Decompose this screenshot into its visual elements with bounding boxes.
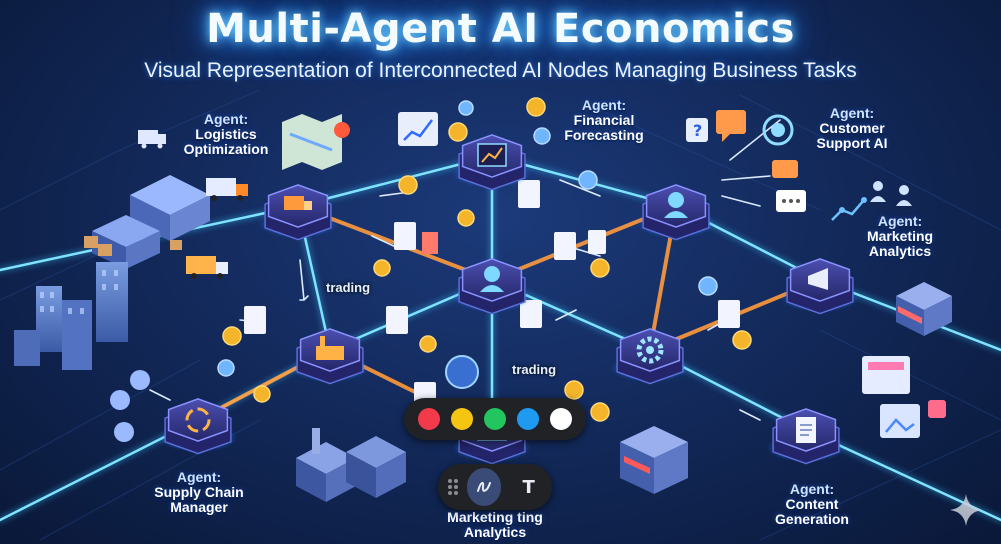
agent-label-financial: Agent: Financial Forecasting (548, 98, 660, 143)
draw-tool-button[interactable] (466, 468, 502, 506)
color-swatch-yellow[interactable] (450, 408, 473, 430)
edge-label-trading: trading (512, 362, 557, 377)
agent-name-line1: Logistics (195, 126, 257, 142)
agent-name-line1: Customer (819, 120, 885, 136)
edge-label-trading: trading (326, 280, 371, 295)
color-swatch-blue[interactable] (517, 408, 540, 430)
node-supply-hub (290, 328, 370, 385)
person-icon (664, 192, 688, 218)
megaphone-icon (808, 268, 828, 290)
agent-name-line2: Support AI (816, 135, 888, 151)
text-tool-button[interactable]: T (522, 476, 535, 498)
agent-role: Agent: (829, 105, 875, 121)
agent-name-line1: Marketing (866, 228, 934, 244)
node-logistics (258, 184, 338, 241)
agent-name-line2: Analytics (868, 243, 932, 259)
agent-name-line1: Content (785, 496, 839, 512)
sparkle-icon (950, 494, 982, 526)
agent-name-line2: Analytics (463, 524, 527, 540)
agent-name-line1: Marketing ting (447, 509, 543, 525)
agent-label-customer: Agent: Customer Support AI (800, 106, 904, 151)
node-marketing (780, 258, 860, 315)
node-customer (636, 184, 716, 241)
node-content (766, 408, 846, 465)
agent-name-line1: Supply Chain (154, 484, 244, 500)
drag-handle-icon[interactable] (448, 479, 461, 495)
color-swatch-red[interactable] (417, 408, 440, 430)
gear-icon (636, 336, 664, 364)
document-icon (796, 417, 816, 443)
agent-name-line2: Manager (170, 499, 228, 515)
page-title: Multi-Agent AI Economics (206, 6, 795, 52)
agent-label-logistics: Agent: Logistics Optimization (176, 112, 276, 157)
squiggle-pen-icon (477, 481, 492, 492)
robot-icon (480, 266, 504, 292)
factory-icon (316, 336, 344, 360)
color-swatch-green[interactable] (483, 408, 506, 430)
agent-label-content: Agent: Content Generation (760, 482, 864, 527)
agent-label-bottom: Marketing ting Analytics (430, 510, 560, 540)
node-supply-chain (158, 398, 238, 455)
agent-role: Agent: (581, 97, 627, 113)
annotation-toolbar: T (438, 464, 552, 510)
node-gear (610, 328, 690, 385)
color-swatch-white[interactable] (550, 408, 573, 430)
node-central-ai (452, 258, 532, 315)
color-palette (404, 398, 586, 440)
node-financial (452, 134, 532, 191)
agent-name-line2: Generation (775, 511, 849, 527)
truck-icon (284, 196, 312, 210)
agent-role: Agent: (203, 111, 249, 127)
chart-icon (477, 143, 507, 167)
page-subtitle: Visual Representation of Interconnected … (144, 59, 857, 82)
svg-text:?: ? (693, 121, 702, 140)
agent-role: Agent: (789, 481, 835, 497)
agent-label-marketing: Agent: Marketing Analytics (852, 214, 948, 259)
cycle-icon (185, 407, 211, 433)
agent-role: Agent: (176, 469, 222, 485)
agent-role: Agent: (877, 213, 923, 229)
agent-label-supply-chain: Agent: Supply Chain Manager (140, 470, 258, 515)
agent-name-line2: Optimization (183, 141, 269, 157)
agent-name-line2: Forecasting (564, 127, 644, 143)
agent-name-line1: Financial (573, 112, 635, 128)
